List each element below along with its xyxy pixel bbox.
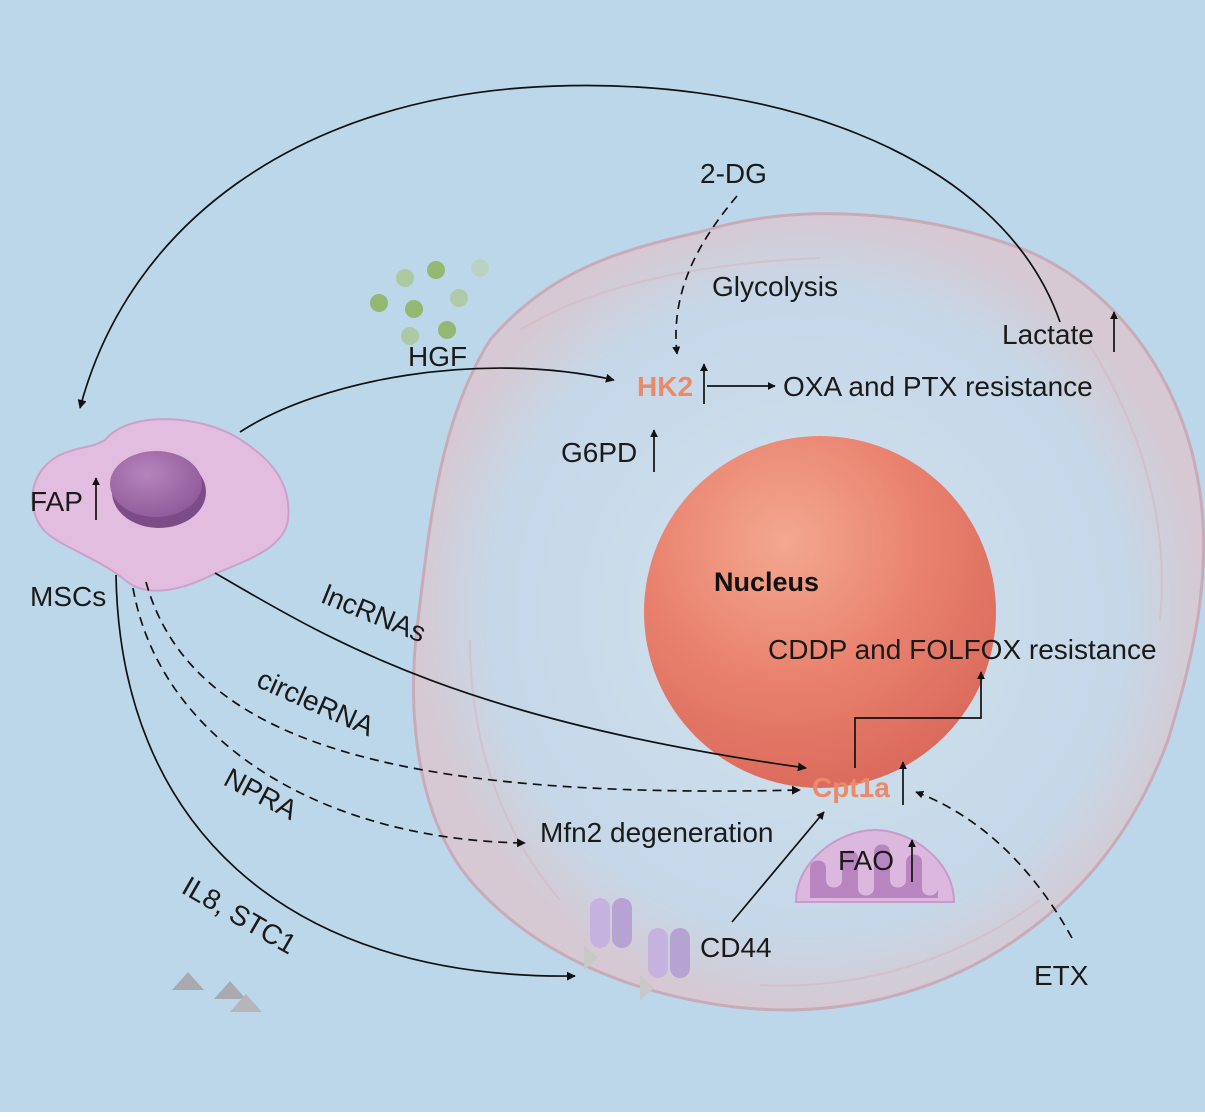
cell-membrane-texture — [469, 257, 1163, 987]
cd44-receptor-icon — [584, 898, 690, 1000]
arrow-npra-to-mfn2 — [132, 587, 526, 848]
label-fao: FAO — [838, 845, 894, 876]
mitochondria-icon — [794, 828, 956, 903]
increase-markers — [92, 311, 1118, 882]
label-glycolysis: Glycolysis — [712, 271, 838, 302]
arrow-etx-to-cpt1a — [915, 790, 1073, 939]
nucleus — [644, 436, 996, 788]
label-hk2: HK2 — [637, 371, 693, 402]
msc-cell-icon — [31, 418, 290, 592]
arrow-msc-to-hk2 — [239, 367, 615, 433]
label-lactate: Lactate — [1002, 319, 1094, 350]
label-g6pd: G6PD — [561, 437, 637, 468]
arrow-lactate-to-msc — [77, 84, 1061, 409]
arrow-circlerna-to-cpt1a — [145, 581, 801, 795]
nucleus-label: Nucleus — [714, 567, 819, 597]
arrows — [77, 84, 1073, 981]
label-mfn2: Mfn2 degeneration — [540, 817, 774, 848]
hgf-particle-icon — [370, 259, 489, 345]
label-etx: ETX — [1034, 960, 1089, 991]
arrow-cd44-to-cpt1a — [731, 811, 825, 923]
arrow-2dg-to-hk2 — [672, 195, 738, 355]
label-mscs: MSCs — [30, 581, 106, 612]
arrow-il8-to-cd44 — [115, 574, 576, 981]
il8-stc1-particle-icon — [172, 972, 262, 1012]
label-fap: FAP — [30, 486, 83, 517]
arrow-lncrnas-to-cpt1a — [214, 572, 807, 772]
arrow-cpt1a-to-cddp — [854, 671, 985, 768]
label-oxa-ptx: OXA and PTX resistance — [783, 371, 1093, 402]
label-cddp-folfox: CDDP and FOLFOX resistance — [768, 634, 1157, 665]
label-hgf: HGF — [408, 341, 467, 372]
label-cd44: CD44 — [700, 932, 772, 963]
label-2dg: 2-DG — [700, 158, 767, 189]
label-cpt1a: Cpt1a — [812, 772, 890, 803]
